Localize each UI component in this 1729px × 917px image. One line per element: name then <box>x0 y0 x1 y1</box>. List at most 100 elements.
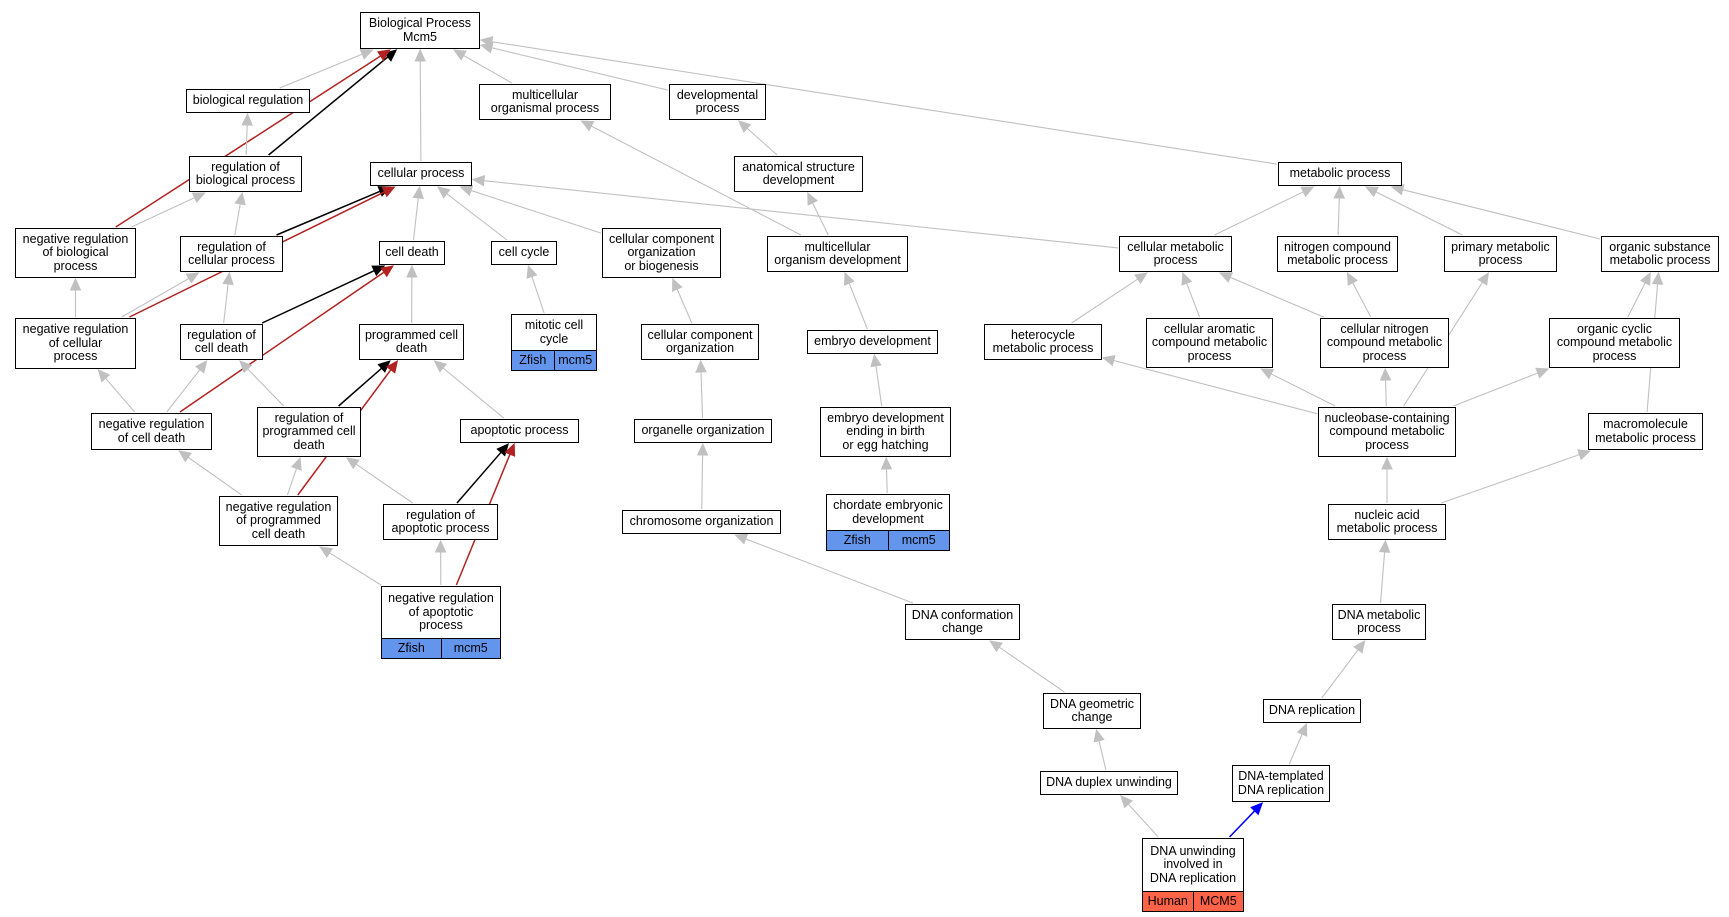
go-term-nucleic-acid-metabolic-process[interactable]: nucleic acid metabolic process <box>1328 504 1446 540</box>
edge-regulation-of-biological-process-to-biological-regulation <box>245 124 248 156</box>
arrowhead-icon <box>459 185 474 197</box>
go-term-label: developmental process <box>676 87 759 115</box>
annotation-gene: mcm5 <box>440 639 500 658</box>
edge-nucleobase-containing-compound-metabolic-process-to-organic-cyclic-compound-metabolic-process <box>1453 372 1538 407</box>
go-term-dna-metabolic-process[interactable]: DNA metabolic process <box>1332 604 1426 640</box>
go-term-cellular-nitrogen-compound-metabolic-process[interactable]: cellular nitrogen compound metabolic pro… <box>1320 318 1449 368</box>
edge-regulation-of-cellular-process-to-cellular-process <box>276 190 381 236</box>
go-term-label: DNA unwinding involved in DNA replicatio… <box>1149 843 1237 885</box>
arrowhead-icon <box>1346 271 1359 286</box>
arrowhead-icon <box>191 192 206 204</box>
edge-cell-cycle-to-cellular-process <box>446 193 508 241</box>
arrowhead-icon <box>880 456 893 470</box>
go-term-cell-death[interactable]: cell death <box>379 241 445 265</box>
go-term-dna-conformation-change[interactable]: DNA conformation change <box>905 604 1020 640</box>
go-term-regulation-of-biological-process[interactable]: regulation of biological process <box>189 156 302 192</box>
go-term-label: cell cycle <box>498 245 550 260</box>
go-term-cellular-aromatic-compound-metabolic-process[interactable]: cellular aromatic compound metabolic pro… <box>1146 318 1273 368</box>
arrowhead-icon <box>222 271 234 286</box>
go-term-label: negative regulation of cell death <box>98 417 205 445</box>
edge-cellular-metabolic-process-to-metabolic-process <box>1214 191 1304 236</box>
arrowhead-icon <box>241 112 253 126</box>
arrowhead-icon <box>843 271 855 286</box>
arrowhead-icon <box>1535 367 1550 379</box>
go-term-dna-templated-dna-replication[interactable]: DNA-templated DNA replication <box>1232 765 1330 802</box>
go-term-label: cellular component organization <box>647 327 753 355</box>
go-term-programmed-cell-death[interactable]: programmed cell death <box>359 324 464 360</box>
edge-organic-cyclic-compound-metabolic-process-to-organic-substance-metabolic-process <box>1627 282 1646 318</box>
go-term-primary-metabolic-process[interactable]: primary metabolic process <box>1444 236 1557 272</box>
go-term-apoptotic-process[interactable]: apoptotic process <box>460 419 579 443</box>
go-term-biological-regulation[interactable]: biological regulation <box>186 89 310 113</box>
arrowhead-icon <box>319 546 333 558</box>
go-term-developmental-process[interactable]: developmental process <box>669 84 766 120</box>
arrowhead-icon <box>377 49 391 62</box>
go-term-dna-duplex-unwinding[interactable]: DNA duplex unwinding <box>1040 771 1178 795</box>
go-term-chromosome-organization[interactable]: chromosome organization <box>622 510 781 534</box>
go-term-organelle-organization[interactable]: organelle organization <box>634 419 772 443</box>
go-term-label: anatomical structure development <box>742 159 855 187</box>
edge-nucleic-acid-metabolic-process-to-macromolecule-metabolic-process <box>1441 454 1580 504</box>
go-term-cellular-component-organization[interactable]: cellular component organization <box>641 324 759 360</box>
go-term-embryo-development[interactable]: embryo development <box>807 330 938 354</box>
edge-apoptotic-process-to-programmed-cell-death <box>442 367 505 419</box>
edge-nucleobase-containing-compound-metabolic-process-to-cellular-aromatic-compound-metabolic-process <box>1270 373 1336 407</box>
go-term-organic-cyclic-compound-metabolic-process[interactable]: organic cyclic compound metabolic proces… <box>1549 318 1680 368</box>
go-term-dna-geometric-change[interactable]: DNA geometric change <box>1043 693 1141 729</box>
arrowhead-icon <box>412 185 424 200</box>
go-term-negative-regulation-of-apoptotic-process[interactable]: negative regulation of apoptotic process… <box>381 586 501 659</box>
go-term-label: cell death <box>385 245 439 260</box>
edge-heterocycle-metabolic-process-to-cellular-metabolic-process <box>1071 278 1139 324</box>
arrowhead-icon <box>1378 539 1391 553</box>
edge-anatomical-structure-development-to-developmental-process <box>746 127 778 156</box>
go-term-macromolecule-metabolic-process[interactable]: macromolecule metabolic process <box>1588 413 1703 450</box>
go-term-regulation-of-programmed-cell-death[interactable]: regulation of programmed cell death <box>257 407 361 457</box>
go-term-nitrogen-compound-metabolic-process[interactable]: nitrogen compound metabolic process <box>1277 236 1398 272</box>
go-term-regulation-of-cellular-process[interactable]: regulation of cellular process <box>180 236 283 272</box>
arrowhead-icon <box>239 360 253 374</box>
go-term-dna-unwinding-involved-in-dna-replication[interactable]: DNA unwinding involved in DNA replicatio… <box>1142 838 1244 912</box>
go-term-label: negative regulation of biological proces… <box>22 231 129 273</box>
arrowhead-icon <box>696 442 709 456</box>
edge-multicellular-organism-development-to-multicellular-organismal-process <box>591 125 802 236</box>
go-term-negative-regulation-of-biological-process[interactable]: negative regulation of biological proces… <box>15 228 136 278</box>
edge-dna-metabolic-process-to-nucleic-acid-metabolic-process <box>1379 551 1386 604</box>
go-term-cellular-component-organization-or-biogenesis[interactable]: cellular component organization or bioge… <box>602 228 721 278</box>
arrowhead-icon <box>1639 271 1651 286</box>
go-term-multicellular-organism-development[interactable]: multicellular organism development <box>767 236 908 272</box>
edge-metabolic-process-to-bp-mcm5 <box>491 41 1278 165</box>
go-term-regulation-of-cell-death[interactable]: regulation of cell death <box>180 324 263 360</box>
go-term-anatomical-structure-development[interactable]: anatomical structure development <box>734 156 863 192</box>
go-term-cell-cycle[interactable]: cell cycle <box>491 241 557 265</box>
go-term-metabolic-process[interactable]: metabolic process <box>1278 162 1402 186</box>
arrowhead-icon <box>989 640 1003 653</box>
arrowhead-icon <box>1093 728 1105 743</box>
go-term-cellular-process[interactable]: cellular process <box>370 162 472 186</box>
go-term-label: cellular process <box>377 166 465 181</box>
go-term-negative-regulation-of-programmed-cell-death[interactable]: negative regulation of programmed cell d… <box>219 496 338 546</box>
go-term-negative-regulation-of-cellular-process[interactable]: negative regulation of cellular process <box>15 318 136 369</box>
go-term-heterocycle-metabolic-process[interactable]: heterocycle metabolic process <box>984 324 1102 360</box>
go-term-nucleobase-containing-compound-metabolic-process[interactable]: nucleobase-containing compound metabolic… <box>1318 407 1456 457</box>
go-term-negative-regulation-of-cell-death[interactable]: negative regulation of cell death <box>91 413 212 450</box>
edge-developmental-process-to-bp-mcm5 <box>491 47 669 91</box>
go-term-bp-mcm5[interactable]: Biological Process Mcm5 <box>360 12 480 49</box>
go-term-multicellular-organismal-process[interactable]: multicellular organismal process <box>479 84 611 120</box>
go-term-label: regulation of programmed cell death <box>262 410 356 452</box>
go-term-regulation-of-apoptotic-process[interactable]: regulation of apoptotic process <box>383 504 498 540</box>
go-term-dna-replication[interactable]: DNA replication <box>1263 699 1361 723</box>
go-term-label: biological regulation <box>192 93 304 108</box>
go-term-label: chordate embryonic development <box>833 498 943 526</box>
go-term-label: cellular component organization or bioge… <box>609 231 714 273</box>
go-term-organic-substance-metabolic-process[interactable]: organic substance metabolic process <box>1601 236 1719 272</box>
go-term-cellular-metabolic-process[interactable]: cellular metabolic process <box>1119 236 1232 272</box>
go-term-embryo-development-ending-in-birth[interactable]: embryo development ending in birth or eg… <box>820 407 951 457</box>
edge-regulation-of-apoptotic-process-to-regulation-of-programmed-cell-death <box>355 463 414 504</box>
arrowhead-icon <box>672 277 683 292</box>
go-term-label: negative regulation of programmed cell d… <box>225 499 332 541</box>
go-term-label: regulation of cellular process <box>188 239 275 267</box>
